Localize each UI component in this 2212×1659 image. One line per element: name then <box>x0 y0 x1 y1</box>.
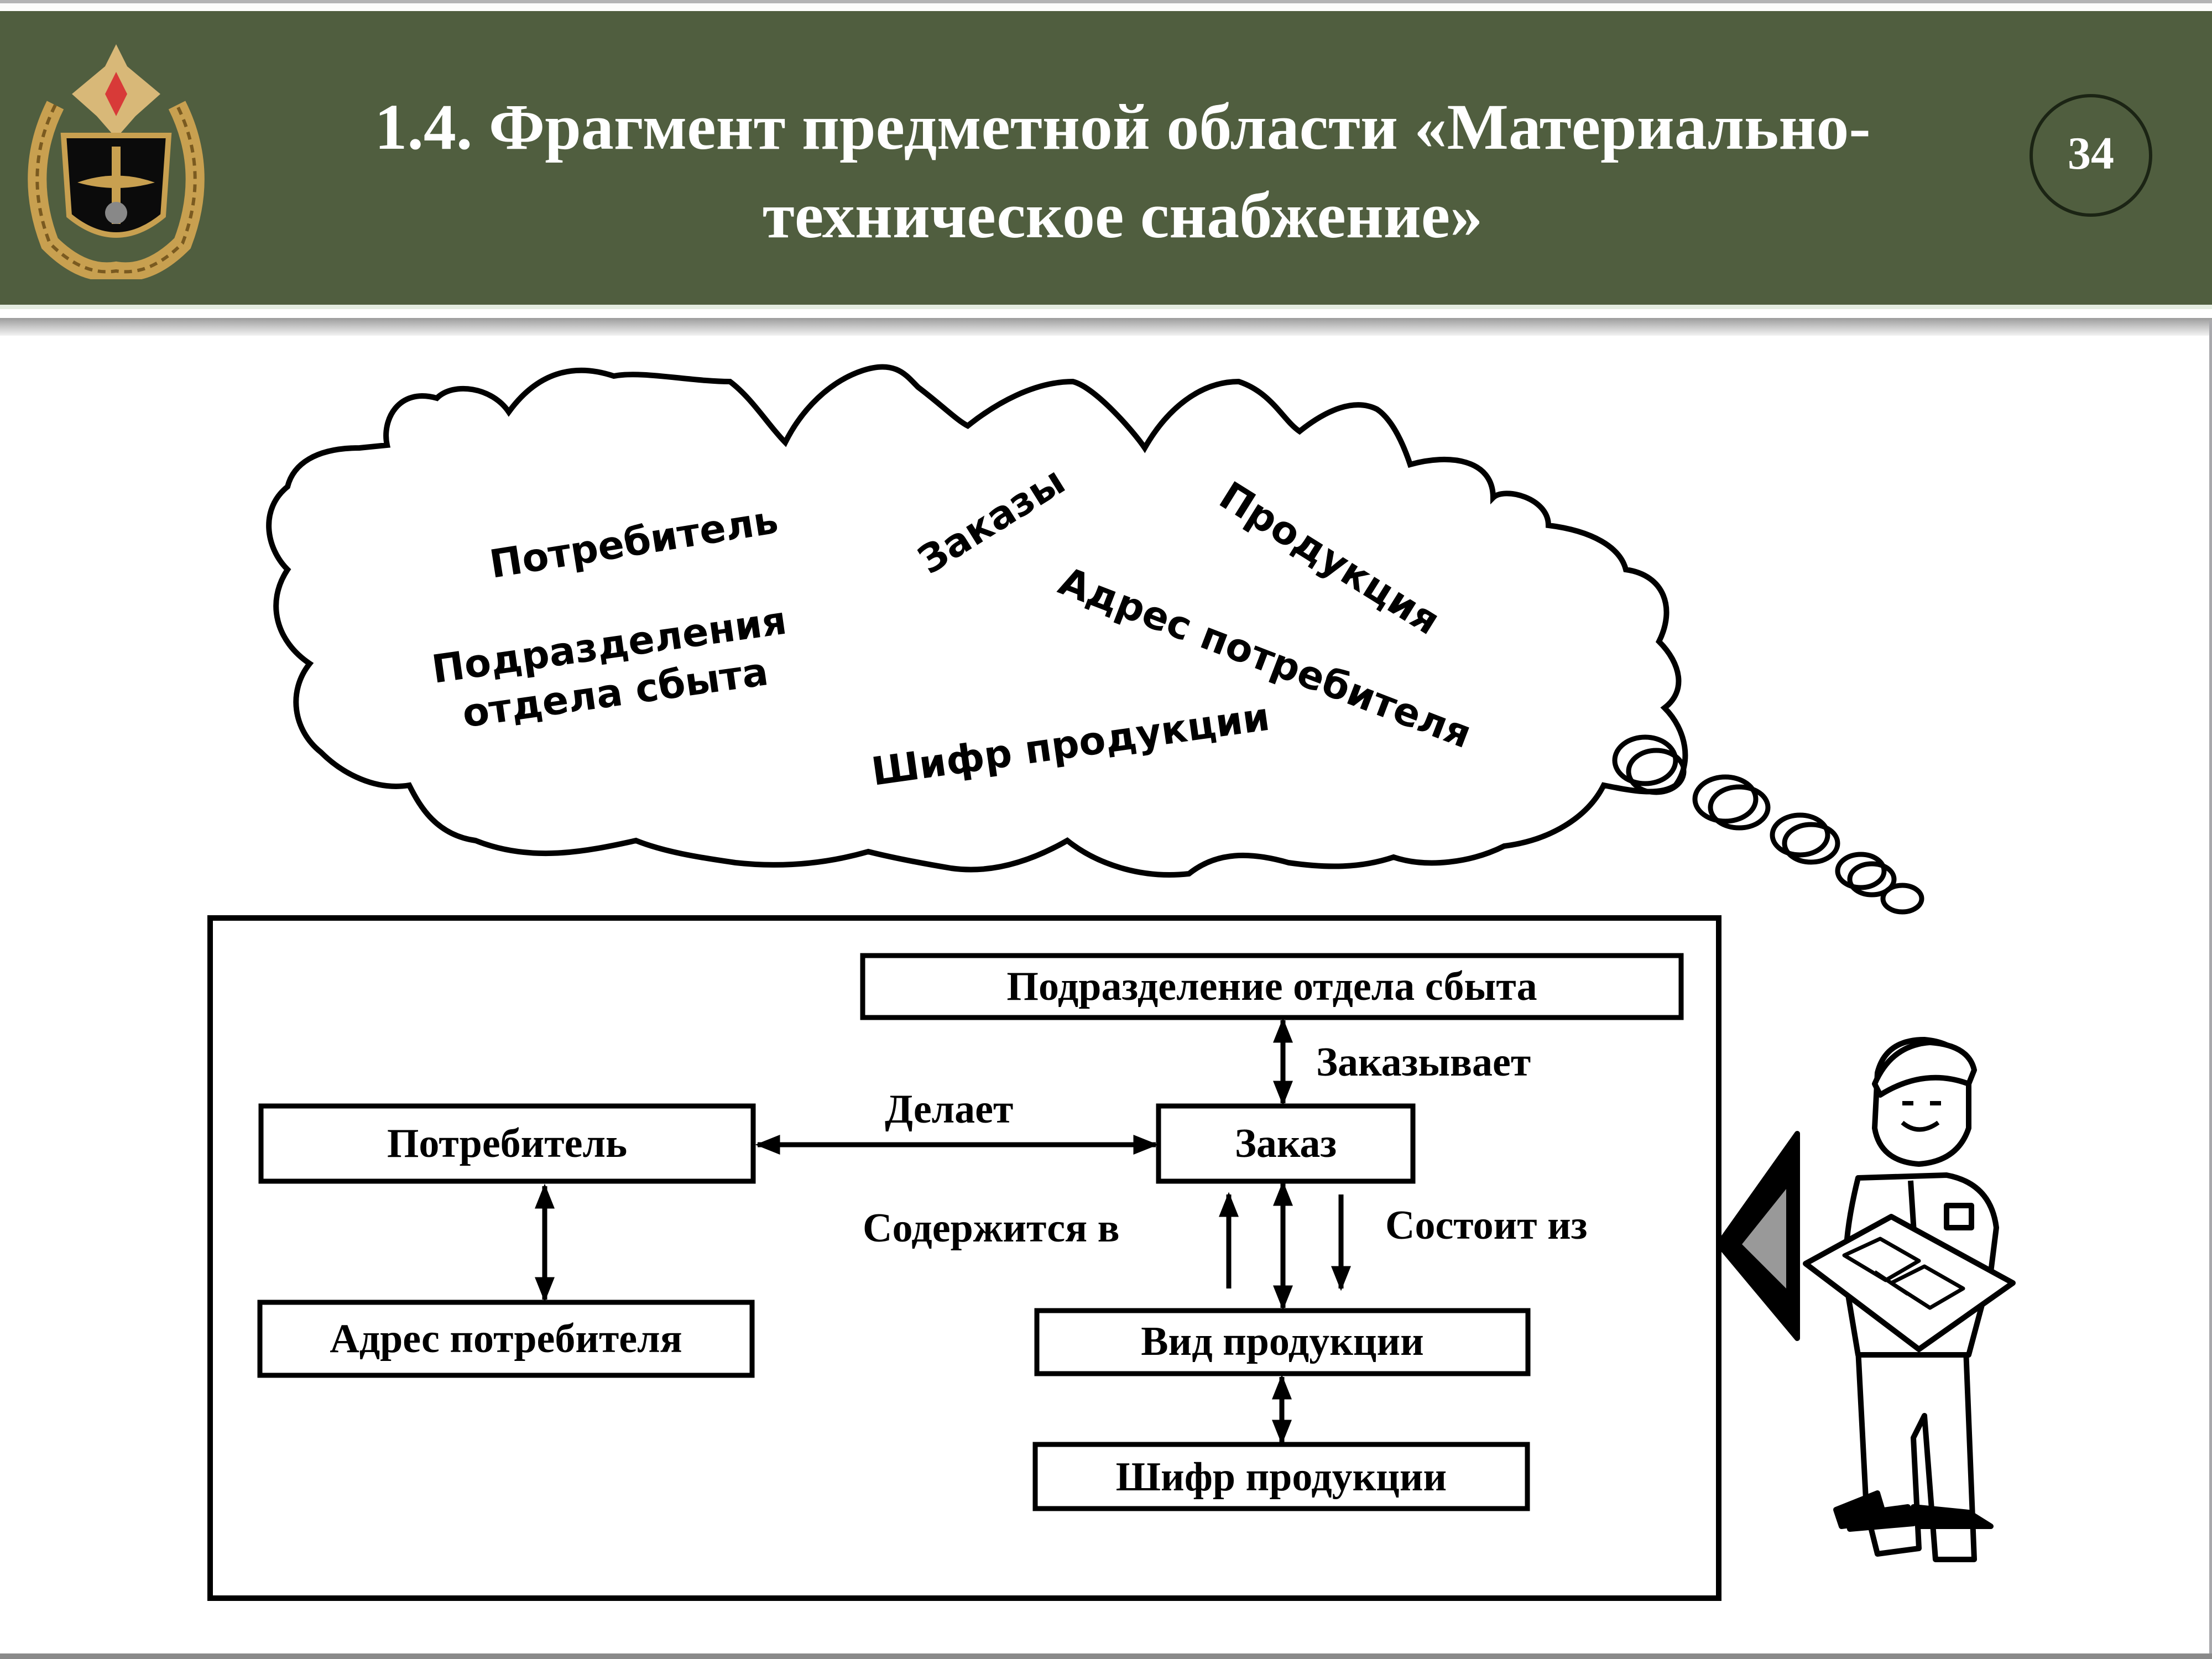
entity-label: Подразделение отдела сбыта <box>1006 964 1537 1009</box>
military-emblem-icon <box>28 44 205 279</box>
entity-label: Шифр продукции <box>1116 1454 1447 1500</box>
entity-department[interactable]: Подразделение отдела сбыта <box>860 953 1684 1020</box>
header-underline <box>0 305 2212 309</box>
entity-label: Адрес потребителя <box>330 1316 682 1361</box>
relation-makes: Делает <box>885 1087 1013 1132</box>
relation-consists-of: Состоит из <box>1385 1203 1588 1248</box>
thought-bubbles-icon <box>1612 734 1924 915</box>
right-border <box>2209 321 2212 1659</box>
entity-label: Вид продукции <box>1141 1319 1424 1364</box>
page-title: 1.4. Фрагмент предметной области «Матери… <box>374 91 1871 252</box>
header-shadow <box>0 318 2212 336</box>
relation-orders: Заказывает <box>1316 1040 1531 1085</box>
person-with-blueprint-icon <box>1716 1037 2016 1562</box>
diagram-frame <box>207 915 1721 1601</box>
page-number: 34 <box>2068 128 2114 179</box>
entity-product-type[interactable]: Вид продукции <box>1034 1308 1531 1376</box>
entity-label: Потребитель <box>387 1121 627 1166</box>
thought-cloud <box>266 364 1688 878</box>
header-band <box>0 11 2212 305</box>
top-rule <box>0 0 2212 3</box>
top-stripe <box>0 3 2212 11</box>
entity-consumer-address[interactable]: Адрес потребителя <box>257 1300 755 1378</box>
bottom-border <box>0 1653 2212 1659</box>
entity-label: Заказ <box>1235 1121 1337 1166</box>
page-number-badge: 34 <box>2030 94 2152 217</box>
entity-product-code[interactable]: Шифр продукции <box>1032 1442 1530 1511</box>
entity-consumer[interactable]: Потребитель <box>258 1103 756 1184</box>
entity-order[interactable]: Заказ <box>1156 1103 1416 1184</box>
relation-contained-in: Содержится в <box>863 1206 1120 1251</box>
